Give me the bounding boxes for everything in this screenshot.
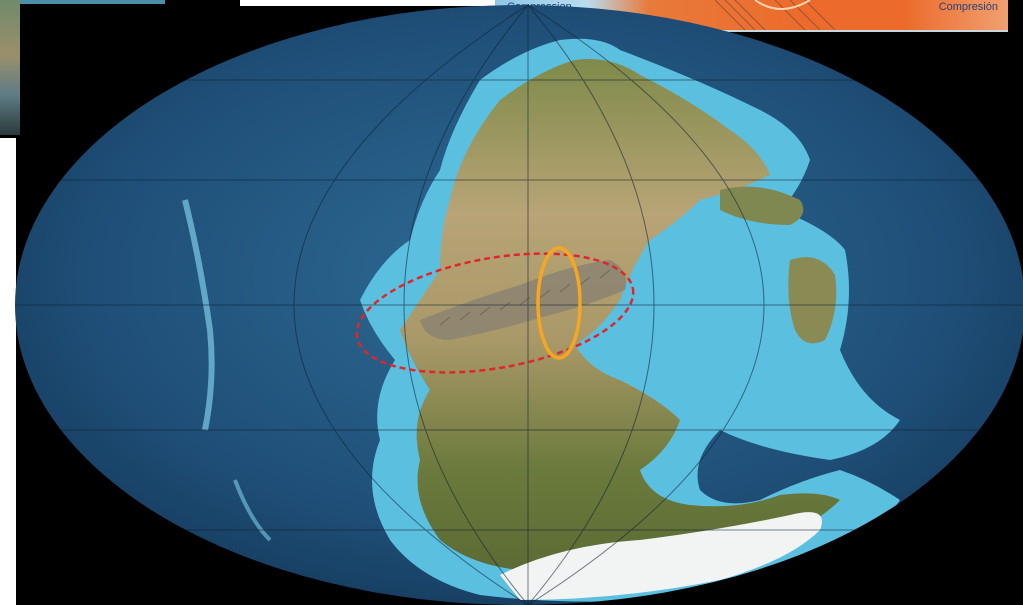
left-image-fragment [0, 0, 20, 135]
south-polar-ice [500, 512, 822, 600]
top-image-fragment [20, 0, 165, 4]
compression-label-right: Compresión [938, 1, 998, 13]
top-white-divider [240, 0, 495, 6]
island-arc-west-2 [233, 479, 272, 542]
strata-illustration [715, 0, 836, 30]
orange-ellipse [536, 246, 582, 360]
left-margin [0, 138, 16, 605]
eastern-terrane [788, 257, 837, 344]
island-arc-west [182, 199, 215, 431]
graticule [15, 5, 1023, 605]
central-mountain-belt [420, 260, 626, 340]
northeast-terrane [720, 186, 804, 225]
red-dashed-ellipse [355, 252, 635, 374]
pangaea-land [400, 59, 840, 573]
